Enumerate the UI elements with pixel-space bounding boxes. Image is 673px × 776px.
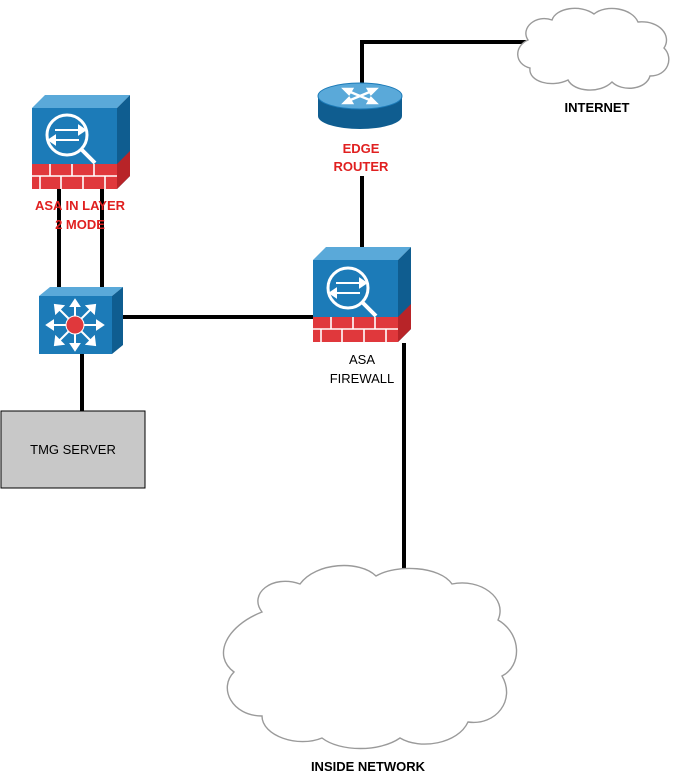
link-edge-router-to-internet	[360, 40, 526, 88]
asa-layer2-label-line2: 2 MODE	[55, 217, 105, 232]
asa-firewall-label-line1: ASA	[349, 352, 375, 367]
tmg-server-box	[0, 410, 146, 489]
asa-firewall-label-line2: FIREWALL	[330, 371, 395, 386]
internet-cloud: INTERNET	[517, 7, 670, 115]
edge-router-label-line2: ROUTER	[334, 159, 390, 174]
switch-center-dot	[65, 315, 85, 335]
switch-device	[39, 287, 123, 354]
asa-layer2-device: ASA IN LAYER 2 MODE	[32, 95, 130, 232]
tmg-server-label: TMG SERVER	[30, 442, 116, 457]
asa-layer2-label-line1: ASA IN LAYER	[35, 198, 126, 213]
firewall-icon	[32, 95, 130, 189]
asa-firewall-device: ASA FIREWALL	[313, 247, 411, 386]
cloud-icon	[222, 564, 518, 750]
edge-router-label-line1: EDGE	[343, 141, 380, 156]
router-icon	[317, 82, 403, 129]
internet-label: INTERNET	[565, 100, 630, 115]
firewall-icon	[313, 247, 411, 342]
cloud-icon	[517, 7, 670, 91]
inside-network-cloud: INSIDE NETWORK	[222, 564, 518, 774]
edge-router: EDGE ROUTER	[317, 82, 403, 174]
switch-icon	[39, 287, 123, 354]
tmg-server: TMG SERVER	[0, 410, 146, 489]
inside-network-label: INSIDE NETWORK	[311, 759, 426, 774]
connections	[57, 40, 526, 580]
